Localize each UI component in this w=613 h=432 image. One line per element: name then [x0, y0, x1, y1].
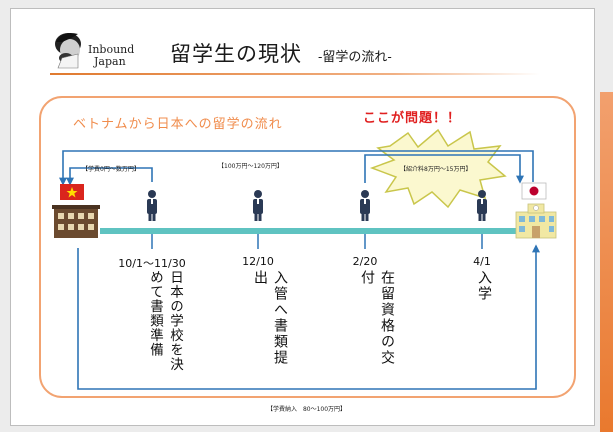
step3-label: 在留資格の交付	[359, 270, 395, 366]
arrow-top-long	[59, 150, 534, 186]
fee-middle-label: 【100万円～120万円】	[218, 163, 283, 170]
step1-date: 10/1～11/30	[118, 257, 186, 270]
person-icon-4	[477, 190, 487, 221]
fee-tuition-label: 【学費0円～数万円】	[82, 166, 140, 173]
vietnam-school-icon	[52, 205, 100, 238]
person-icon-3	[360, 190, 370, 221]
logo-text: Inbound Japan	[88, 44, 134, 68]
step4-label: 入学	[476, 270, 492, 302]
step2-label: 入管へ書類提出	[252, 270, 288, 366]
step2-date: 12/10	[242, 255, 274, 268]
page-subtitle: -留学の流れ-	[318, 50, 392, 65]
logo-line1: Inbound	[88, 43, 135, 56]
problem-star-burst	[369, 128, 507, 209]
japan-school-icon	[515, 203, 557, 239]
arrow-agency	[364, 154, 524, 184]
orange-edge-strip	[600, 92, 613, 432]
japan-flag-icon	[521, 182, 547, 200]
timeline-bar	[100, 228, 516, 234]
step3-date: 2/20	[352, 255, 378, 268]
vietnam-flag-icon	[60, 184, 84, 200]
person-icon-1	[147, 190, 157, 221]
fee-agency-label: 【紹介料8万円～15万円】	[400, 166, 472, 173]
page-title: 留学生の現状	[170, 42, 302, 66]
panel-title: ベトナムから日本への留学の流れ	[73, 117, 283, 132]
arrow-tuition	[66, 167, 153, 186]
logo-line2: Japan	[94, 55, 126, 68]
fee-payment-label: 【学費納入 80～100万円】	[266, 406, 347, 413]
slide	[10, 8, 595, 426]
step1-label: 日本の学校を決めて書類準備	[147, 270, 183, 372]
step4-date: 4/1	[473, 255, 491, 268]
logo-portrait-icon	[55, 33, 81, 69]
title-underline	[50, 73, 540, 75]
person-icon-2	[253, 190, 263, 221]
problem-callout: ここが問題！！	[363, 111, 462, 126]
arrow-payment	[77, 244, 540, 390]
panel-frame	[39, 96, 576, 398]
